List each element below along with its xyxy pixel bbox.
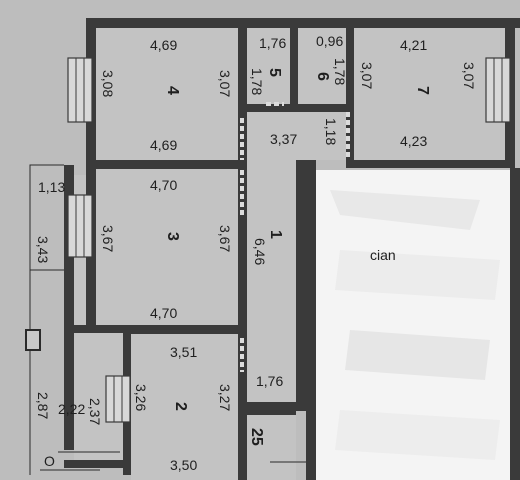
room-1-length-dim: 6,46 [252,238,268,265]
window-room-7 [485,57,511,123]
room-3-bottom-dim: 4,70 [150,305,177,321]
rooms [74,28,505,480]
room-7-right-dim: 3,07 [461,62,477,89]
room-4-number: 4 [164,86,181,95]
room-25-top-dim: 1,76 [256,373,283,389]
room-5-number: 5 [266,68,283,77]
window-room-4 [67,57,93,123]
room-4-top-dim: 4,69 [150,37,177,53]
room-7-number: 7 [414,86,431,95]
room-6-side-dim: 1,78 [332,58,348,85]
room-3-left-dim: 3,67 [100,225,116,252]
room-5-side-dim: 1,78 [249,68,265,95]
room-2-left-dim: 3,26 [133,384,149,411]
radiator-box [25,329,41,351]
room-5 [247,28,290,104]
window-room-3 [67,194,93,258]
room-4-right-dim: 3,07 [217,70,233,97]
room-7-bottom-dim: 4,23 [400,133,427,149]
room-1-side-dim: 1,18 [323,118,339,145]
loggia-symbol: O [44,453,55,469]
room-4-bottom-dim: 4,69 [150,137,177,153]
room-2-top-dim: 3,51 [170,344,197,360]
room-5-top-dim: 1,76 [259,35,286,51]
room-1-top-dim: 3,37 [270,131,297,147]
blurred-watermark-area: cian [316,170,510,480]
room-3-top-dim: 4,70 [150,177,177,193]
room-1-upper [296,112,346,160]
balcony-length-dim: 3,43 [35,236,51,263]
room-7 [354,28,505,160]
room-4-left-dim: 3,08 [100,70,116,97]
balcony-top-dim: 1,13 [38,179,65,195]
room-7-top-dim: 4,21 [400,37,427,53]
room-1 [247,112,296,402]
room-7-left-dim: 3,07 [359,62,375,89]
room-2-number: 2 [172,402,189,411]
windows [67,57,511,423]
room-1-number: 1 [267,230,284,239]
loggia-right-dim: 2,37 [87,398,103,425]
loggia-left-dim: 2,87 [35,392,51,419]
room-3-right-dim: 3,67 [217,225,233,252]
room-25-number: 25 [248,428,265,446]
room-3-number: 3 [164,232,181,241]
loggia-mid-dim: 2,22 [58,401,85,417]
room-2 [131,334,238,480]
doors [240,102,350,372]
balcony-lines [25,164,120,475]
watermark-text: cian [370,247,396,263]
room-2-right-dim: 3,27 [217,384,233,411]
window-room-2 [105,375,131,423]
room-25 [247,411,296,480]
room-3 [96,169,238,325]
room-2-bottom-dim: 3,50 [170,457,197,473]
room-6-top-dim: 0,96 [316,33,343,49]
room-4 [96,28,238,160]
room-6-number: 6 [314,72,331,81]
dimension-labels: 4,69 4,69 3,08 3,07 4 1,76 1,78 5 0,96 6… [35,33,477,473]
room-6 [298,28,346,104]
